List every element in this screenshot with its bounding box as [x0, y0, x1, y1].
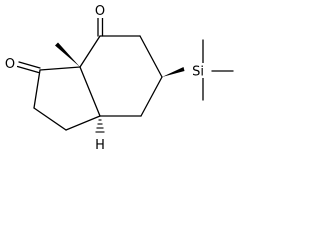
wedge-bond-methyl: [55, 42, 80, 67]
bond-c3-c3a: [65, 115, 101, 131]
bond-c6-c5: [139, 35, 163, 78]
wedge-bond-silicon: [162, 67, 185, 77]
bond-c7a-c7: [79, 35, 101, 68]
bond-c2-c3: [33, 107, 67, 131]
bond-c7a-c1: [39, 66, 81, 71]
atom-label-oxygen: O: [95, 4, 105, 19]
bond-c3a-c7a: [79, 66, 101, 117]
atom-background: [93, 3, 107, 18]
molecule-structure-diagram: O O Si H: [3, 3, 234, 153]
atom-background: [3, 56, 17, 71]
atom-label-hydrogen: H: [95, 138, 105, 153]
bond-c5-c4: [140, 76, 163, 117]
atom-label-silicon: Si: [192, 65, 204, 80]
atom-label-oxygen: O: [5, 57, 15, 72]
atom-background: [186, 63, 210, 78]
double-bond-c1-o-b: [16, 65, 40, 74]
hashed-bond-hydrogen: [95, 119, 105, 133]
bond-c1-c2: [33, 69, 41, 109]
double-bond-c1-o-a: [18, 61, 41, 69]
